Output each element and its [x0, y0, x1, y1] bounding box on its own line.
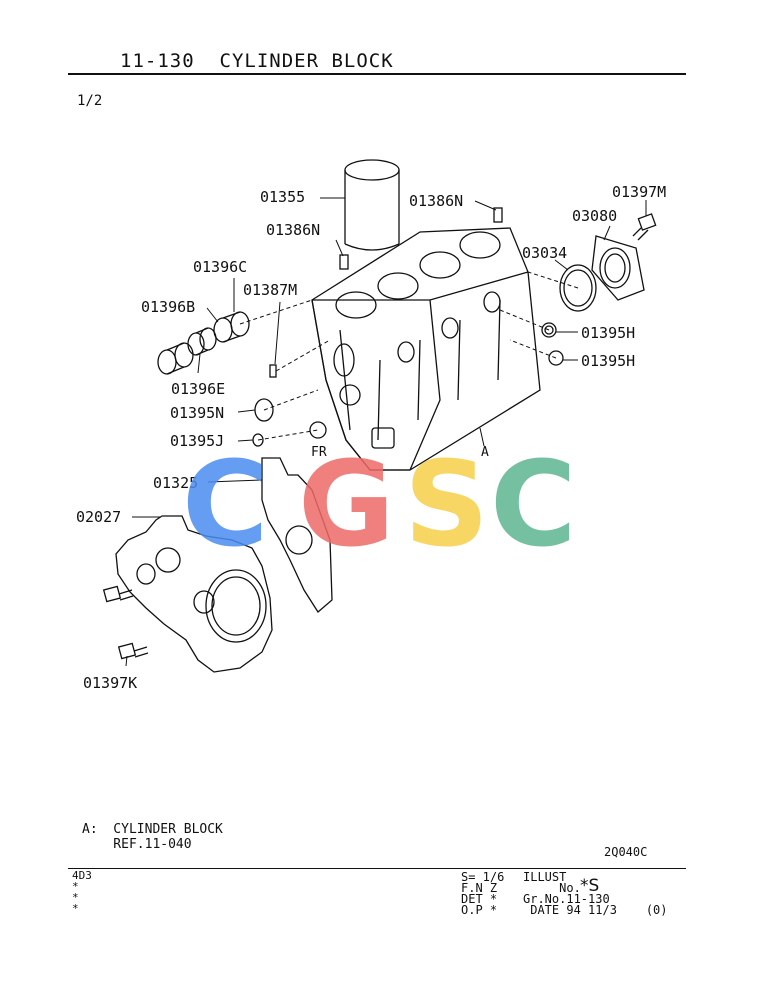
reference-a-label: A — [481, 445, 489, 460]
bolt-01397m-part — [632, 213, 657, 241]
watermark-letter-g: G — [298, 435, 395, 573]
part-label-03080: 03080 — [572, 207, 618, 225]
illust-text: ILLUST — [523, 870, 567, 884]
part-label-01397m: 01397M — [612, 183, 667, 201]
cam-bushing-part — [157, 311, 250, 375]
leader-lines — [125, 197, 647, 667]
part-label-01395h-upper: 01395H — [581, 324, 636, 342]
page-indicator: 1/2 — [77, 93, 103, 109]
part-label-01325: 01325 — [153, 474, 199, 492]
model-mark-1: * — [72, 880, 79, 893]
model-code-block: 4D3 * * * — [72, 870, 92, 914]
part-label-03034: 03034 — [522, 244, 568, 262]
illust-number: *S — [580, 876, 600, 896]
cylinder-liner-part — [344, 159, 400, 251]
part-label-01395j: 01395J — [170, 432, 225, 450]
watermark-letter-c2: C — [490, 435, 577, 573]
part-label-01395h-lower: 01395H — [581, 352, 636, 370]
front-direction-label: FR — [311, 445, 327, 460]
footer-rule — [68, 868, 686, 869]
group-no-text: Gr.No.11-130 — [523, 892, 610, 906]
footer-info-left: S= 1/6 F.N Z DET * O.P * — [461, 870, 505, 917]
legend: A: CYLINDER BLOCK REF.11-040 — [82, 822, 223, 852]
part-label-01396b: 01396B — [141, 298, 196, 316]
part-label-02027: 02027 — [76, 508, 122, 526]
watermark-letter-s: S — [404, 435, 489, 573]
header-rule — [68, 73, 686, 75]
oil-seal-part — [559, 264, 597, 312]
legend-line-2: REF.11-040 — [82, 837, 192, 852]
drawing-number: 2Q040C — [604, 845, 648, 859]
part-label-01396e: 01396E — [171, 380, 226, 398]
model-mark-3: * — [72, 902, 79, 915]
page-title: 11-130 CYLINDER BLOCK — [120, 50, 394, 72]
dowel-pin-part — [339, 207, 503, 270]
model-mark-2: * — [72, 891, 79, 904]
part-label-01387m: 01387M — [243, 281, 298, 299]
watermark-letter-c1: C — [182, 435, 269, 573]
cylinder-block-part — [309, 227, 541, 471]
rear-plate-part — [115, 515, 273, 673]
legend-line-1: A: CYLINDER BLOCK — [82, 822, 223, 837]
part-label-01386n-left: 01386N — [266, 221, 321, 239]
model-code: 4D3 — [72, 869, 92, 882]
part-label-01395n: 01395N — [170, 404, 225, 422]
bolt-01397k-part — [102, 585, 149, 660]
scale-text: S= 1/6 — [461, 870, 505, 884]
part-label-01355: 01355 — [260, 188, 306, 206]
oil-seal-case-part — [591, 235, 645, 301]
fnz-text: F.N Z — [461, 881, 498, 895]
date-text: DATE 94 11/3 (0) — [523, 903, 668, 917]
part-label-01386n-top: 01386N — [409, 192, 464, 210]
illust-no-label: No. — [523, 881, 581, 895]
part-label-01396c: 01396C — [193, 258, 248, 276]
part-label-01397k: 01397K — [83, 674, 138, 692]
footer-info-right: ILLUST No. Gr.No.11-130 DATE 94 11/3 (0) — [523, 870, 668, 917]
gasket-part — [261, 457, 333, 613]
det-text: DET * — [461, 892, 498, 906]
op-text: O.P * — [461, 903, 498, 917]
